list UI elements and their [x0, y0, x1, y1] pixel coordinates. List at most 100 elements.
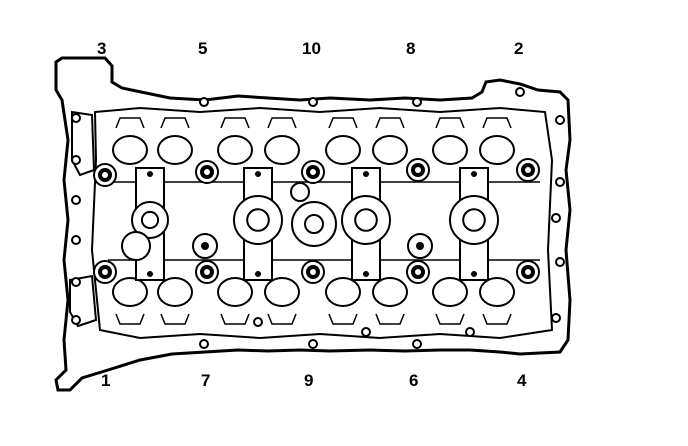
- exhaust-valve-port: [432, 277, 468, 307]
- gasket-hole: [412, 97, 422, 107]
- bolt-sequence-label-5: 5: [198, 39, 208, 58]
- end-boss: [121, 231, 151, 261]
- gasket-hole: [515, 87, 525, 97]
- head-bolt-socket: [310, 269, 316, 275]
- exhaust-valve-port: [157, 277, 193, 307]
- head-bolt-socket: [204, 269, 210, 275]
- cap-stud: [471, 271, 477, 277]
- gasket-hole: [412, 339, 422, 349]
- end-cover-detail: [69, 110, 98, 328]
- port-wall: [220, 313, 250, 325]
- gasket-hole: [308, 339, 318, 349]
- head-bolt-socket: [415, 269, 421, 275]
- gasket-hole: [71, 277, 81, 287]
- bolt-sequence-label-1: 1: [101, 371, 111, 390]
- bolt-sequence-label-6: 6: [409, 371, 419, 390]
- intake-valve-port: [479, 135, 515, 165]
- cam-sprocket-boss: [291, 201, 337, 247]
- port-wall: [435, 313, 465, 325]
- gasket-hole: [555, 257, 565, 267]
- exhaust-valve-port: [372, 277, 408, 307]
- exhaust-valve-port: [264, 277, 300, 307]
- exhaust-valve-port: [325, 277, 361, 307]
- head-bolts: [93, 158, 540, 284]
- bolt-sequence-label-7: 7: [201, 371, 211, 390]
- spark-plug-hole: [201, 242, 209, 250]
- gasket-hole: [555, 177, 565, 187]
- port-wall: [375, 117, 405, 129]
- camshaft-journal: [449, 195, 499, 245]
- head-bolt-socket: [204, 169, 210, 175]
- camshaft-journal: [341, 195, 391, 245]
- port-wall: [267, 313, 297, 325]
- gasket-hole: [71, 113, 81, 123]
- cap-stud: [147, 171, 153, 177]
- gasket-hole: [71, 155, 81, 165]
- gasket-hole: [253, 317, 263, 327]
- port-wall: [328, 313, 358, 325]
- gasket-hole: [551, 313, 561, 323]
- exhaust-valve-port: [112, 277, 148, 307]
- cap-stud: [363, 171, 369, 177]
- camshaft-journal: [131, 201, 169, 239]
- head-inner-outline: [90, 106, 554, 340]
- gasket-hole: [71, 235, 81, 245]
- intake-valve-port: [325, 135, 361, 165]
- gasket-hole: [199, 339, 209, 349]
- bolt-sequence-label-3: 3: [97, 39, 107, 58]
- head-bolt-socket: [415, 167, 421, 173]
- exhaust-valve-port: [217, 277, 253, 307]
- port-wall: [435, 117, 465, 129]
- intake-valve-port: [432, 135, 468, 165]
- gasket-hole: [199, 97, 209, 107]
- cap-stud: [147, 271, 153, 277]
- port-wall: [267, 117, 297, 129]
- intake-valve-port: [157, 135, 193, 165]
- gasket-hole: [71, 195, 81, 205]
- head-bolt-socket: [525, 167, 531, 173]
- gasket-hole: [551, 213, 561, 223]
- port-wall: [482, 313, 512, 325]
- intake-valve-port: [217, 135, 253, 165]
- port-wall: [115, 117, 145, 129]
- gasket-hole: [71, 315, 81, 325]
- head-bolt-socket: [525, 269, 531, 275]
- bolt-sequence-label-2: 2: [514, 39, 524, 58]
- port-wall: [375, 313, 405, 325]
- spark-plug-hole: [416, 242, 424, 250]
- intake-valve-port: [264, 135, 300, 165]
- port-wall: [160, 117, 190, 129]
- gasket-hole: [361, 327, 371, 337]
- cap-stud: [255, 171, 261, 177]
- exhaust-valve-port: [479, 277, 515, 307]
- head-bolt-socket: [102, 172, 108, 178]
- camshaft-journal-bore: [140, 210, 160, 230]
- rim-holes: [71, 87, 565, 349]
- port-wall: [220, 117, 250, 129]
- port-wall: [482, 117, 512, 129]
- cam-sprocket-bore: [304, 214, 324, 234]
- bolt-sequence-label-4: 4: [517, 371, 527, 390]
- bearing-caps: [121, 167, 499, 281]
- gasket-hole: [465, 327, 475, 337]
- camshaft-journal-bore: [462, 208, 486, 232]
- head-bolt-socket: [310, 169, 316, 175]
- port-wall: [328, 117, 358, 129]
- bolt-sequence-label-8: 8: [406, 39, 416, 58]
- bolt-sequence-label-9: 9: [304, 371, 314, 390]
- bolt-sequence-label-10: 10: [302, 39, 321, 58]
- camshaft-journal: [233, 195, 283, 245]
- gasket-hole: [308, 97, 318, 107]
- intake-valve-port: [372, 135, 408, 165]
- gasket-hole: [555, 115, 565, 125]
- head-bolt-socket: [102, 269, 108, 275]
- camshaft-journal-bore: [246, 208, 270, 232]
- port-wall: [160, 313, 190, 325]
- port-wall: [115, 313, 145, 325]
- oil-gallery-plug: [290, 182, 310, 202]
- cap-stud: [471, 171, 477, 177]
- camshaft-journal-bore: [354, 208, 378, 232]
- cap-stud: [255, 271, 261, 277]
